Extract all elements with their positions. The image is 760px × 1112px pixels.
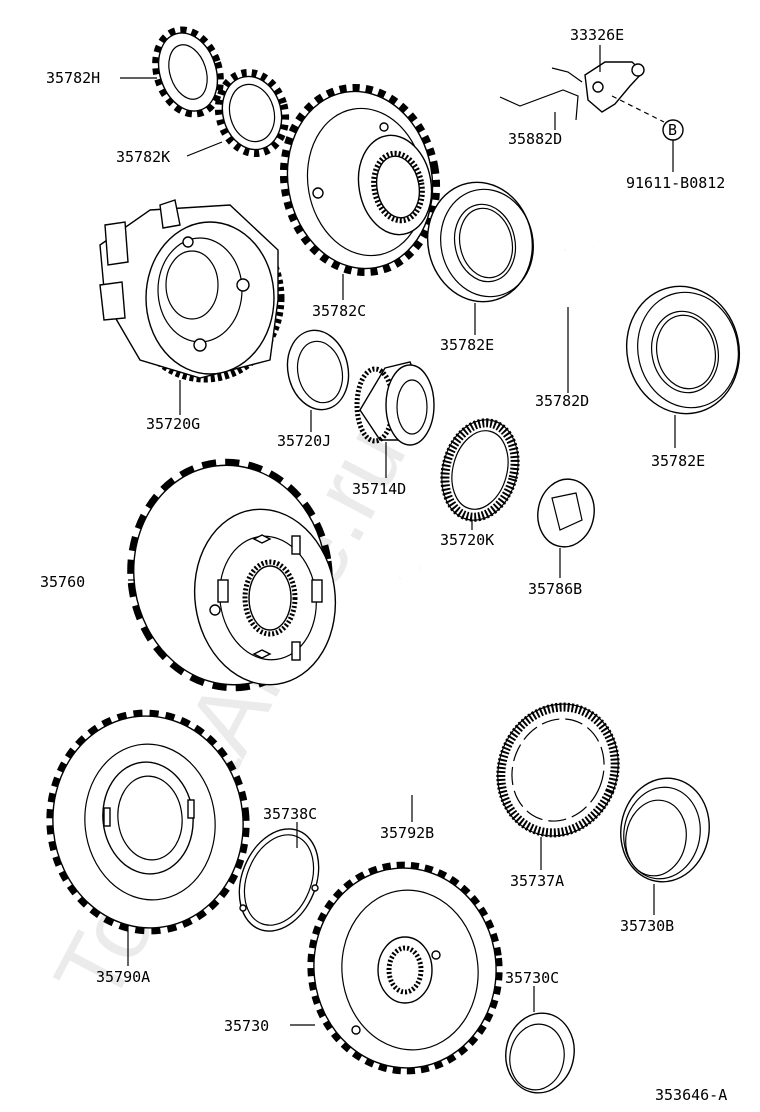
part-35782D-snap-ring[interactable] <box>546 238 646 364</box>
part-35730C-washer[interactable] <box>500 1008 581 1099</box>
label-35720J: 35720J <box>277 432 331 450</box>
bolt-leader <box>611 95 665 123</box>
leader-lines <box>120 45 676 1026</box>
part-35782E-bearing-right[interactable] <box>615 276 751 424</box>
part-35730B-washer[interactable] <box>613 771 718 889</box>
part-35720J-washer[interactable] <box>280 325 355 416</box>
label-91611-B0812: 91611-B0812 <box>626 174 725 192</box>
part-35730-gear-drum[interactable] <box>302 857 508 1079</box>
part-B-bolt-marker[interactable]: B <box>662 119 684 141</box>
label-35782E-right: 35782E <box>651 452 705 470</box>
part-35782C-drum[interactable] <box>270 76 450 283</box>
label-35760: 35760 <box>40 573 85 591</box>
drawing-id: 353646-A <box>655 1086 727 1104</box>
label-35730C: 35730C <box>505 969 559 987</box>
part-35792B-snap-ring[interactable] <box>333 562 531 827</box>
part-35714D-needle-bearing[interactable] <box>354 361 435 446</box>
part-35786B-washer[interactable] <box>533 475 600 552</box>
label-35738C: 35738C <box>263 805 317 823</box>
label-35720G: 35720G <box>146 415 200 433</box>
part-35790A-drum[interactable] <box>40 704 256 939</box>
label-35786B: 35786B <box>528 580 582 598</box>
label-35782K: 35782K <box>116 148 170 166</box>
label-35730B: 35730B <box>620 917 674 935</box>
part-35782E-bearing-upper[interactable] <box>417 172 544 311</box>
label-35720K: 35720K <box>440 531 494 549</box>
part-35782H-nut[interactable] <box>146 23 229 121</box>
label-35790A: 35790A <box>96 968 150 986</box>
label-35714D: 35714D <box>352 480 406 498</box>
label-35782H: 35782H <box>46 69 100 87</box>
part-35720K-thrust-bearing[interactable] <box>431 411 529 529</box>
label-35792B: 35792B <box>380 824 434 842</box>
part-35782K-lock-washer[interactable] <box>211 66 294 160</box>
part-33326E-lever[interactable] <box>584 61 645 113</box>
label-33326E: 33326E <box>570 26 624 44</box>
bolt-marker-letter: B <box>668 121 677 139</box>
part-35737A-clutch-plate[interactable] <box>478 686 638 854</box>
part-35760-clutch-drum[interactable] <box>117 450 346 699</box>
label-35730: 35730 <box>224 1017 269 1035</box>
label-35782C: 35782C <box>312 302 366 320</box>
label-35737A: 35737A <box>510 872 564 890</box>
label-35882D: 35882D <box>508 130 562 148</box>
label-35782D: 35782D <box>535 392 589 410</box>
part-35882D-wire[interactable] <box>499 67 583 121</box>
part-35720G-planetary-carrier[interactable] <box>99 199 285 383</box>
label-35782E-upper: 35782E <box>440 336 494 354</box>
